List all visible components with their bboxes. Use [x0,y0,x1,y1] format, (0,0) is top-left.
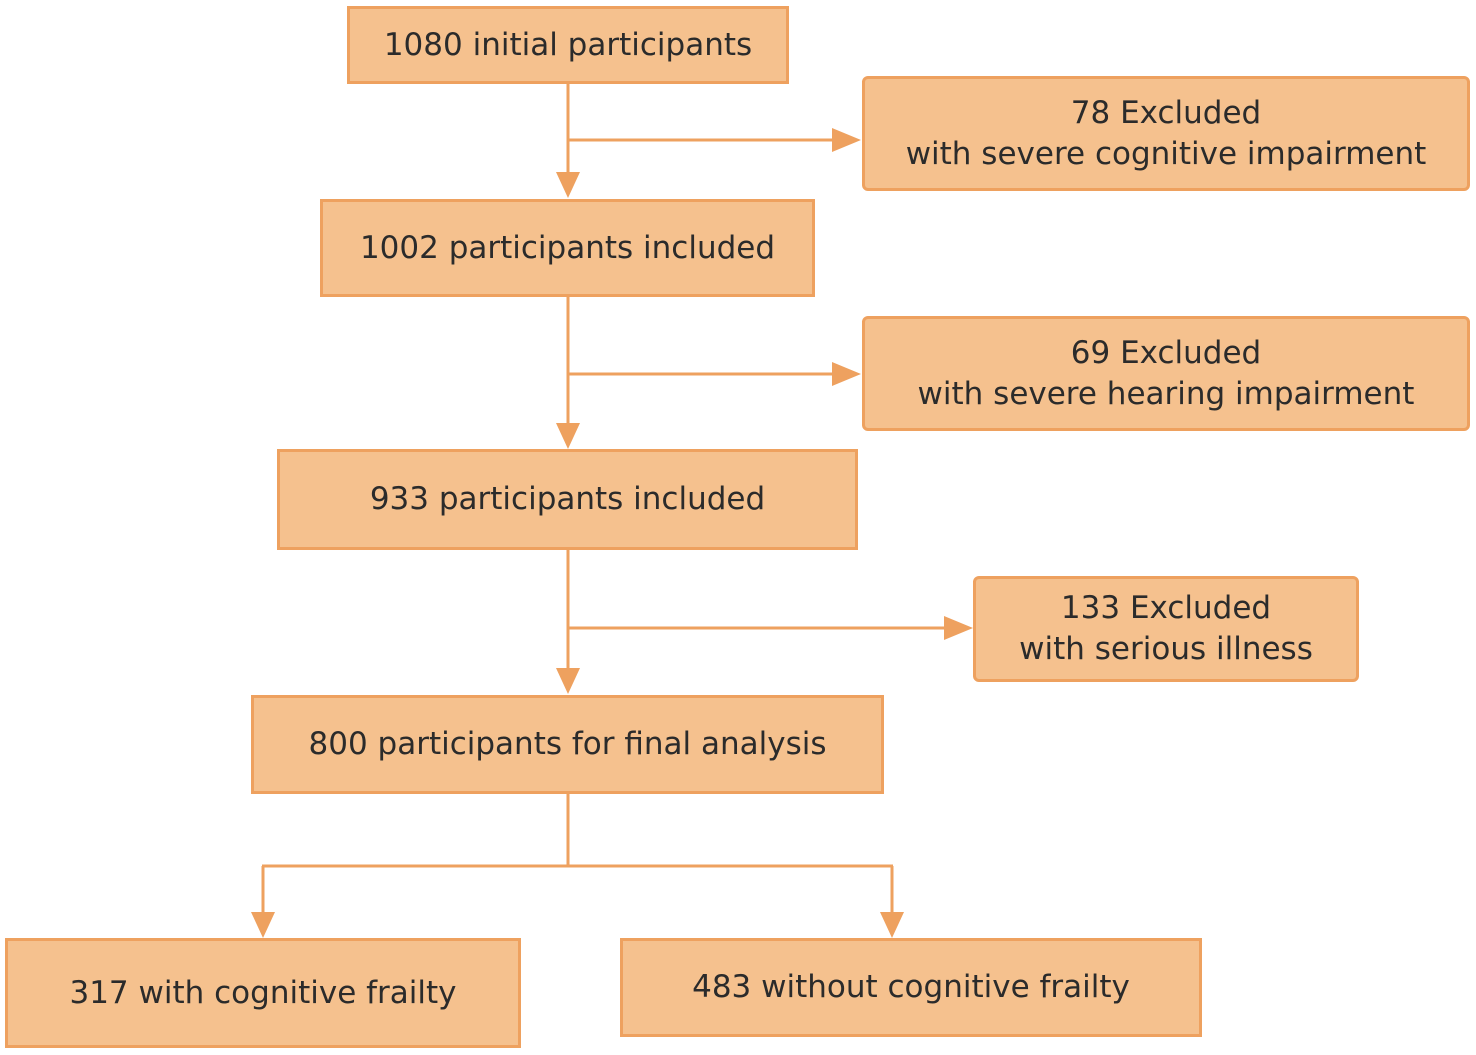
arrowhead-excluded-3 [944,616,973,640]
excluded-illness-count: 133 Excluded [1060,590,1272,626]
excluded-hearing-count: 69 Excluded [1070,334,1262,371]
arrowhead-included-2 [556,423,580,449]
arrowhead-excluded-2 [832,362,861,386]
excluded-hearing-reason: with severe hearing impairment [917,375,1415,412]
excluded-cognitive-box: 78 Excluded with severe cognitive impair… [862,76,1470,191]
final-analysis-label: 800 participants for final analysis [308,726,827,762]
arrowhead-included-1 [556,172,580,198]
excluded-illness-reason: with serious illness [1019,631,1313,667]
arrowhead-group-cf [251,912,275,938]
excluded-hearing-box: 69 Excluded with severe hearing impairme… [862,316,1470,431]
included-933-label: 933 participants included [369,481,766,517]
group-cognitive-frailty-box: 317 with cognitive frailty [5,938,521,1048]
final-analysis-box: 800 participants for final analysis [251,695,884,794]
included-1002-label: 1002 participants included [359,229,776,266]
group-cognitive-frailty-label: 317 with cognitive frailty [69,974,457,1011]
included-933-box: 933 participants included [277,449,858,550]
arrowhead-group-no-cf [880,912,904,938]
excluded-cognitive-count: 78 Excluded [1070,94,1262,131]
group-no-cognitive-frailty-box: 483 without cognitive frailty [620,938,1202,1037]
initial-participants-label: 1080 initial participants [383,26,753,63]
initial-participants-box: 1080 initial participants [347,6,789,84]
group-no-cognitive-frailty-label: 483 without cognitive frailty [692,969,1130,1005]
arrowhead-final [556,668,580,694]
excluded-cognitive-reason: with severe cognitive impairment [905,135,1427,172]
excluded-illness-box: 133 Excluded with serious illness [973,576,1359,682]
arrowhead-excluded-1 [832,128,861,152]
included-1002-box: 1002 participants included [320,199,815,297]
